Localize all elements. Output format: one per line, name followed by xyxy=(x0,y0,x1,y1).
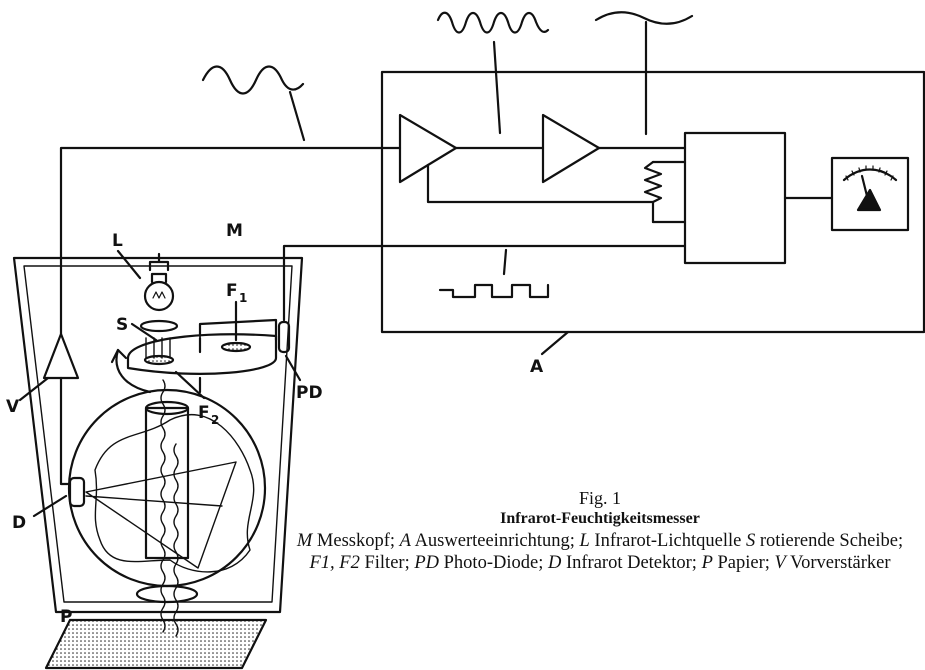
legend-text: Infrarot Detektor; xyxy=(561,553,702,573)
label-S: S xyxy=(116,315,128,335)
processing-unit xyxy=(683,131,787,265)
integrating-sphere xyxy=(67,388,267,588)
arrow-PD-label xyxy=(284,354,302,382)
label-F1-sub: 1 xyxy=(239,291,247,305)
lens xyxy=(139,319,179,333)
label-P: P xyxy=(60,607,72,627)
sphere-tube-top xyxy=(144,400,190,416)
arrow-mid-signal xyxy=(492,40,502,135)
label-D: D xyxy=(12,513,26,533)
legend-text: Infrarot-Lichtquelle xyxy=(589,531,746,551)
legend-text: Photo-Diode; xyxy=(439,553,548,573)
paper-sample xyxy=(44,618,268,670)
lamp-filament xyxy=(152,291,166,299)
detector xyxy=(68,476,86,508)
light-path-beams xyxy=(85,461,237,569)
legend-text: rotierende Scheibe; xyxy=(755,531,904,551)
resistor xyxy=(643,160,663,204)
evaluation-unit-box xyxy=(380,70,925,334)
legend-symbol: P xyxy=(701,553,713,573)
legend-text: Filter; xyxy=(359,553,415,573)
legend-symbol: A xyxy=(399,531,411,551)
wire-input xyxy=(59,146,402,336)
wire-photodiode xyxy=(282,244,687,322)
legend-symbol: F1, F2 xyxy=(309,553,360,573)
lamp-bulb xyxy=(143,280,175,312)
arrow-A-label xyxy=(540,330,570,356)
arrow-square-signal xyxy=(502,248,508,276)
label-PD: PD xyxy=(296,383,323,403)
label-M: M xyxy=(226,221,243,241)
arrow-V-label xyxy=(18,376,50,402)
arrow-D-label xyxy=(32,494,68,518)
preamp-V xyxy=(42,332,80,380)
wire-resistor xyxy=(651,160,687,224)
waveform-amplified xyxy=(594,11,694,25)
legend-text: Messkopf; xyxy=(312,531,400,551)
wire-detector xyxy=(59,376,72,486)
label-F2-sub: 2 xyxy=(211,413,219,427)
label-F1: F xyxy=(226,281,238,301)
meter-ticks xyxy=(845,165,894,181)
filter-F2 xyxy=(143,354,175,366)
wavy-ray-return xyxy=(173,443,179,637)
legend-symbol: D xyxy=(547,553,562,573)
measuring-head-housing xyxy=(12,256,304,614)
disc-rim xyxy=(198,318,278,342)
legend-symbol: V xyxy=(774,553,786,573)
waveform-square xyxy=(438,283,550,299)
legend-text: Vorverstärker xyxy=(785,553,891,573)
rotation-arrowhead xyxy=(110,348,128,364)
label-V: V xyxy=(6,397,20,417)
sphere-inner-wall xyxy=(94,413,255,573)
filter-F1 xyxy=(220,341,252,353)
lamp-neck xyxy=(150,272,168,284)
legend-symbol: L xyxy=(579,531,590,551)
lamp-holder xyxy=(148,252,170,272)
waveform-input xyxy=(201,65,305,95)
arrow-L-label xyxy=(116,249,142,280)
wire-feedback xyxy=(426,163,655,224)
rotation-arrow xyxy=(115,348,152,394)
label-A: A xyxy=(530,357,544,377)
arrow-S-label xyxy=(130,322,158,342)
legend-symbol: S xyxy=(745,531,756,551)
wavy-ray-down xyxy=(160,379,166,633)
measuring-head-inner xyxy=(23,265,293,603)
label-L: L xyxy=(112,231,123,251)
label-F2: F xyxy=(198,403,210,423)
preamp-2 xyxy=(541,113,601,184)
figure-title: Infrarot-Feuchtigkeitsmesser xyxy=(500,510,700,527)
rotating-disc xyxy=(126,333,278,375)
meter-box xyxy=(830,156,910,232)
waveform-mid xyxy=(436,11,550,34)
arrow-F2-label xyxy=(174,370,206,400)
figure-number: Fig. 1 xyxy=(578,488,621,508)
arrow-input-signal xyxy=(288,90,306,142)
meter-base xyxy=(856,188,882,212)
sphere-window xyxy=(135,584,199,604)
figure-legend: M Messkopf; A Auswerteeinrichtung; L Inf… xyxy=(290,530,910,574)
legend-text: Auswerteeinrichtung; xyxy=(410,531,580,551)
light-rays xyxy=(145,337,171,359)
legend-symbol: M xyxy=(296,531,313,551)
legend-text: Papier; xyxy=(712,553,775,573)
sphere-light-tube xyxy=(144,406,190,560)
photo-diode xyxy=(277,320,291,354)
legend-symbol: PD xyxy=(414,553,440,573)
